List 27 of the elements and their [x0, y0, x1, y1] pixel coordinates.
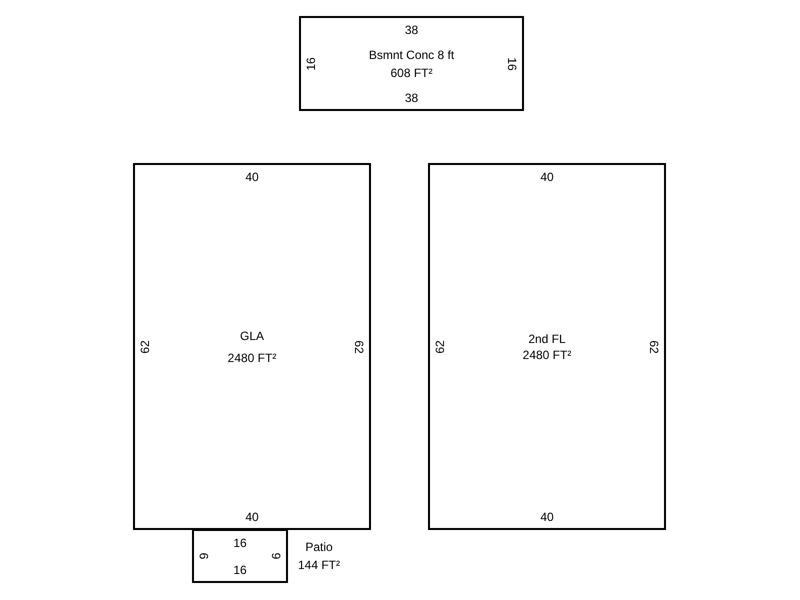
dimension-label: 38 [404, 92, 418, 104]
dimension-label: 40 [245, 171, 259, 183]
area-label: 608 FT² [390, 64, 432, 80]
room-name: 2nd FL [528, 330, 566, 346]
area-label: 2480 FT² [522, 346, 572, 362]
dimension-label: 40 [540, 511, 554, 523]
dimension-label: 16 [233, 564, 247, 576]
room-outline [428, 163, 666, 530]
dimension-label: 16 [506, 56, 518, 70]
room-name: Bsmnt Conc 8 ft [368, 46, 454, 62]
area-label: 144 FT² [298, 557, 340, 573]
dimension-label: 40 [540, 171, 554, 183]
dimension-label: 9 [198, 552, 210, 560]
dimension-label: 62 [353, 340, 365, 354]
room-outline [299, 16, 524, 111]
dimension-label: 62 [139, 340, 151, 354]
dimension-label: 40 [245, 511, 259, 523]
room-outline [133, 163, 371, 530]
dimension-label: 62 [648, 340, 660, 354]
dimension-label: 38 [404, 24, 418, 36]
dimension-label: 16 [233, 537, 247, 549]
dimension-label: 62 [434, 340, 446, 354]
dimension-label: 9 [270, 552, 282, 560]
area-label: 2480 FT² [228, 350, 276, 366]
dimension-label: 16 [305, 56, 317, 70]
room-name: GLA [240, 328, 264, 344]
room-name: Patio [305, 539, 333, 555]
